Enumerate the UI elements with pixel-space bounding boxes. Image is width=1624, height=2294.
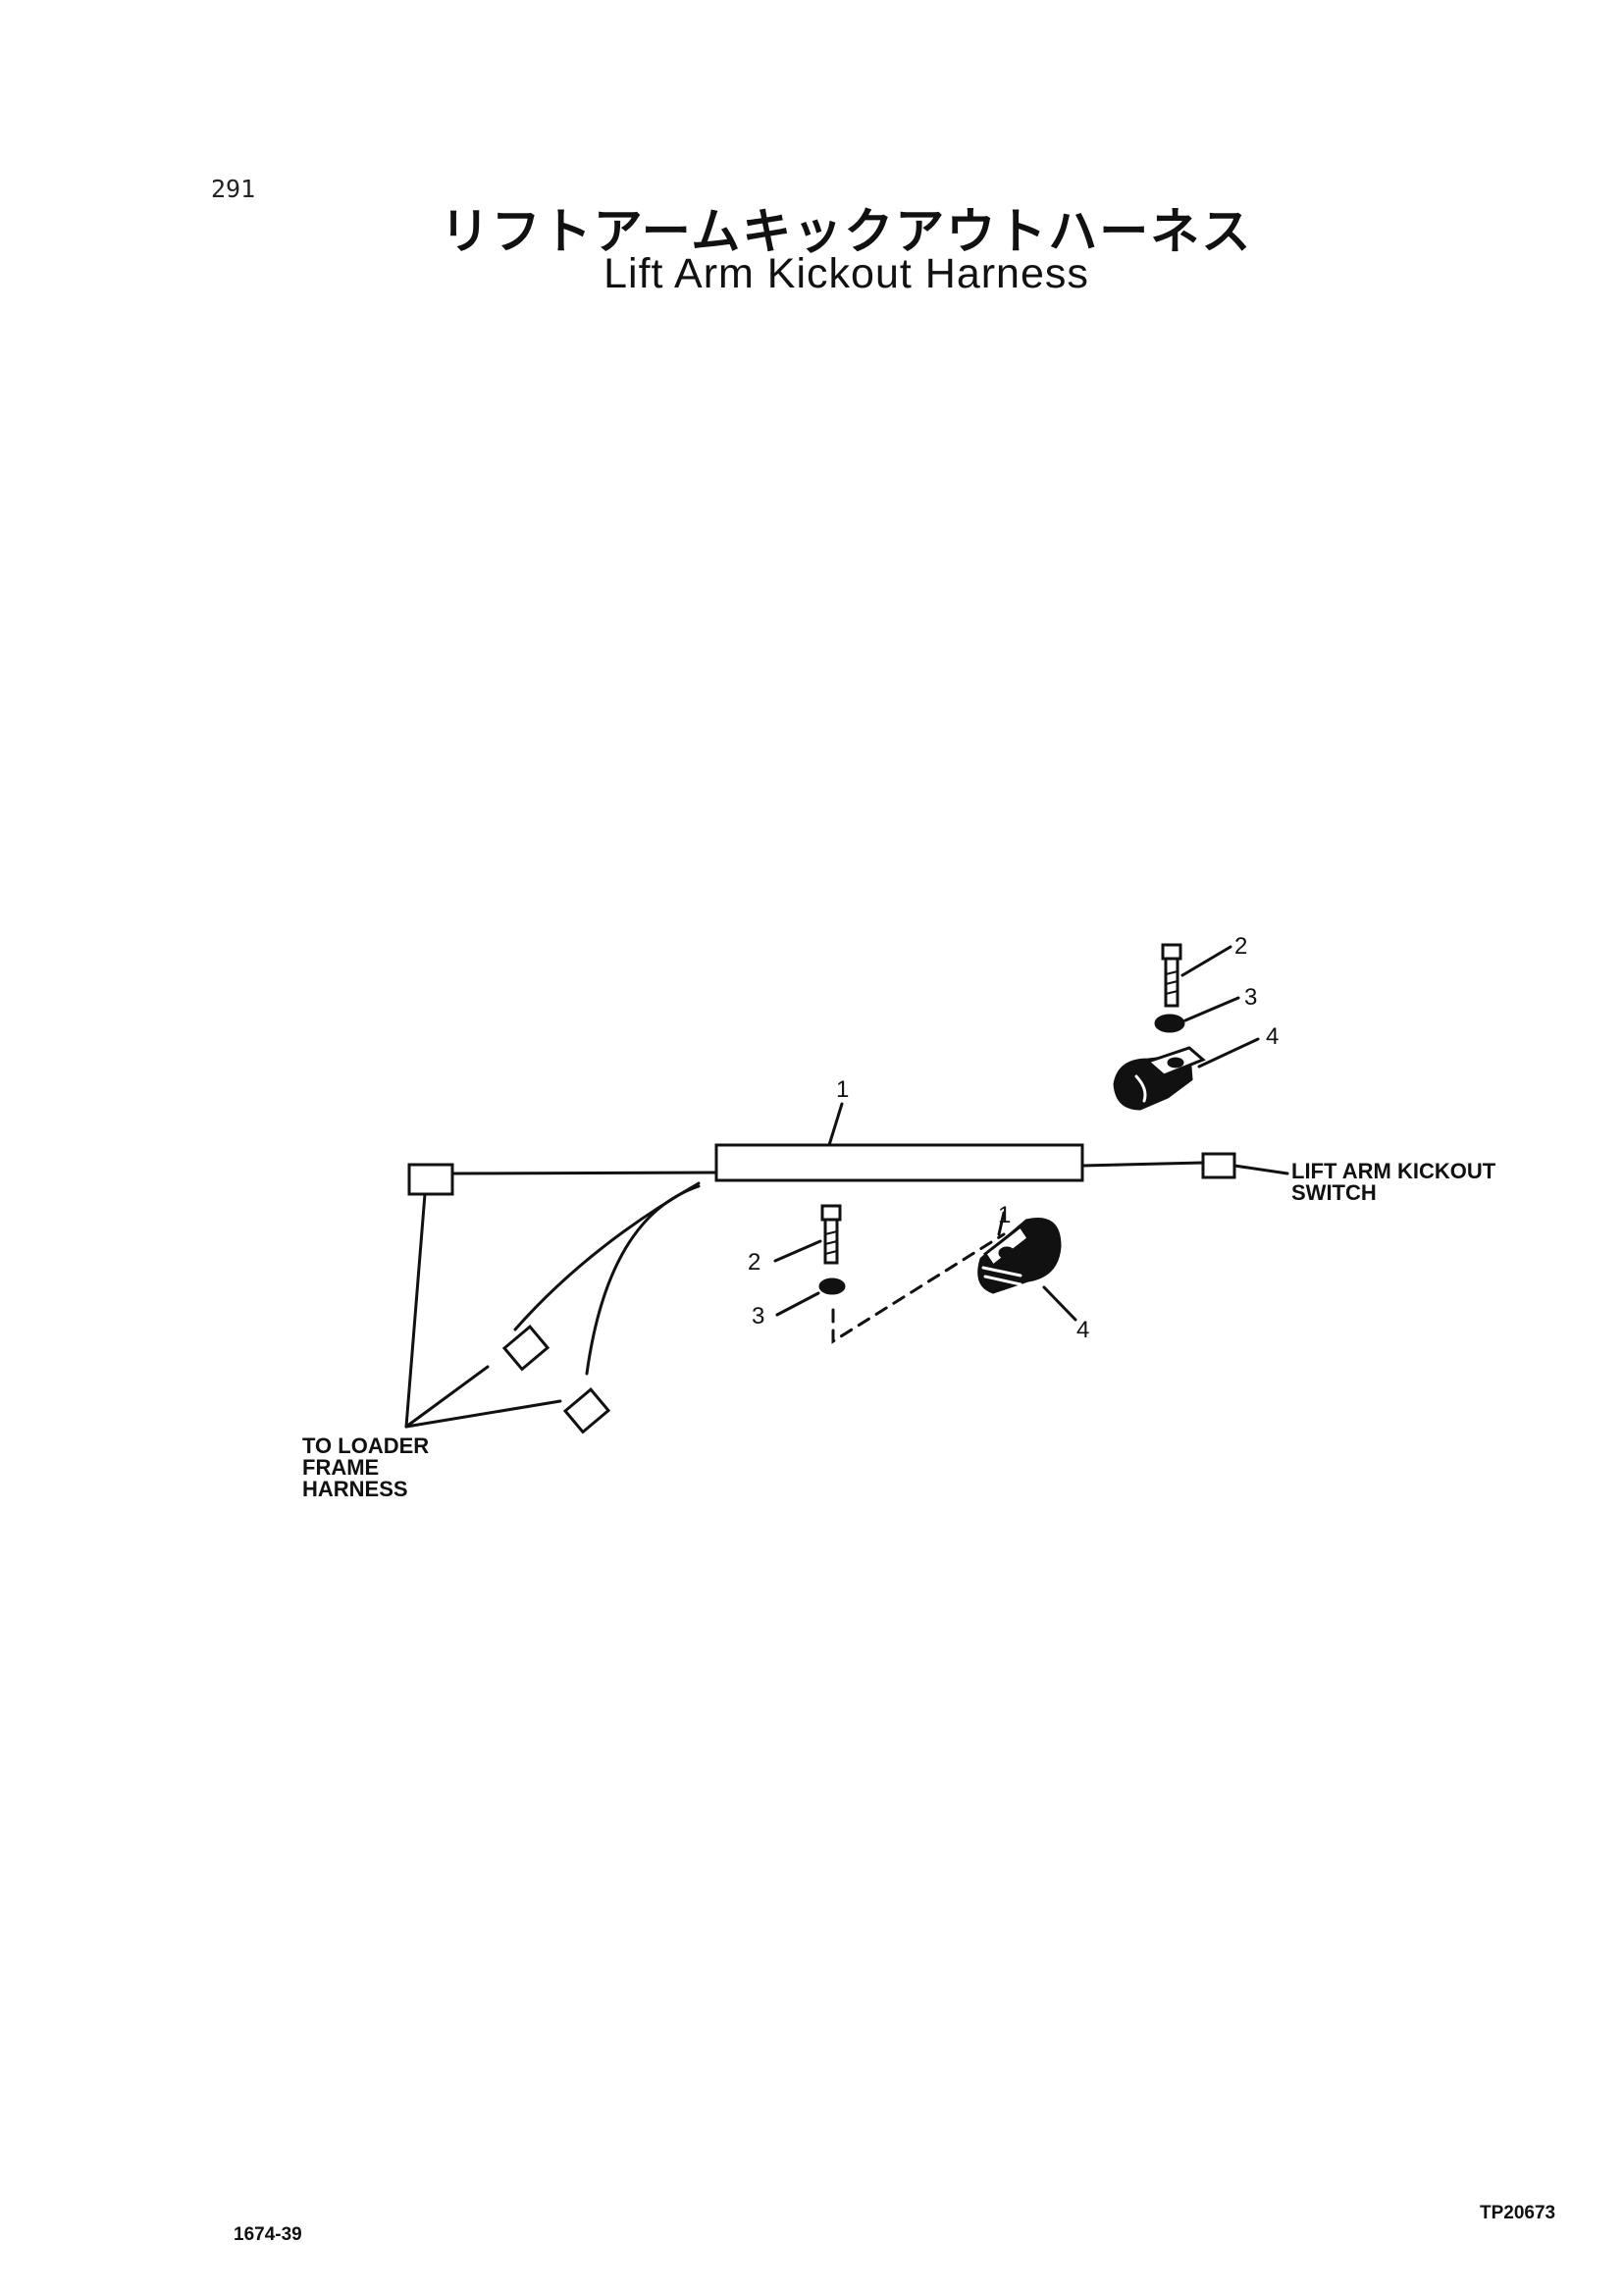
loader-leader-2 bbox=[404, 1365, 490, 1429]
callout-2-upper: 2 bbox=[1234, 933, 1248, 960]
title-japanese: リフトアームキックアウトハーネス bbox=[440, 203, 1253, 260]
branch-wire-b bbox=[585, 1184, 701, 1376]
clamp-lower bbox=[977, 1218, 1062, 1294]
bolt-upper bbox=[1161, 943, 1182, 1008]
callout-leader-3-upper bbox=[1183, 996, 1240, 1022]
connector-branch-a bbox=[501, 1325, 550, 1372]
callout-leader-1 bbox=[827, 1102, 844, 1147]
callout-4-lower: 4 bbox=[1076, 1317, 1090, 1343]
callout-2-lower: 2 bbox=[748, 1249, 761, 1276]
label-loader-line2: FRAME bbox=[302, 1455, 380, 1480]
callout-1-lower: 1 bbox=[998, 1202, 1012, 1228]
callout-3-upper: 3 bbox=[1244, 984, 1258, 1011]
harness-sleeve bbox=[714, 1143, 1084, 1182]
washer-upper bbox=[1154, 1014, 1185, 1033]
callout-leader-2-lower bbox=[773, 1239, 822, 1263]
callout-leader-4-lower bbox=[1042, 1285, 1077, 1322]
washer-lower bbox=[818, 1277, 846, 1295]
callout-leader-2-upper bbox=[1180, 945, 1232, 977]
switch-leader bbox=[1232, 1164, 1289, 1175]
branch-wire-a bbox=[513, 1181, 701, 1331]
label-loader-line1: TO LOADER bbox=[302, 1434, 430, 1458]
label-switch: LIFT ARM KICKOUT SWITCH bbox=[1291, 1161, 1495, 1204]
callout-leader-4-upper bbox=[1197, 1037, 1260, 1069]
connector-switch bbox=[1201, 1152, 1236, 1179]
page-number: 291 bbox=[211, 175, 256, 203]
label-loader-line3: HARNESS bbox=[302, 1477, 408, 1501]
loader-leader-1 bbox=[404, 1192, 427, 1429]
loader-leader-3 bbox=[404, 1399, 562, 1429]
label-switch-line2: SWITCH bbox=[1291, 1180, 1377, 1205]
callout-leader-3-lower bbox=[775, 1291, 820, 1317]
footer-left-code: 1674-39 bbox=[234, 2224, 302, 2245]
connector-branch-b bbox=[562, 1387, 611, 1434]
clamp-upper bbox=[1113, 1046, 1206, 1111]
connector-left bbox=[407, 1163, 454, 1196]
footer-right-code: TP20673 bbox=[1480, 2203, 1556, 2223]
bolt-lower bbox=[820, 1204, 842, 1265]
label-switch-line1: LIFT ARM KICKOUT bbox=[1291, 1159, 1496, 1183]
harness-wire-right bbox=[1080, 1161, 1205, 1168]
callout-4-upper: 4 bbox=[1266, 1023, 1280, 1050]
callout-3-lower: 3 bbox=[752, 1303, 765, 1329]
title-english: Lift Arm Kickout Harness bbox=[603, 250, 1089, 297]
callout-1: 1 bbox=[836, 1076, 850, 1103]
callout-leader-1-lower bbox=[997, 1211, 1006, 1236]
assembly-dashed-line bbox=[831, 1232, 1006, 1344]
label-loader: TO LOADER FRAME HARNESS bbox=[302, 1435, 429, 1500]
